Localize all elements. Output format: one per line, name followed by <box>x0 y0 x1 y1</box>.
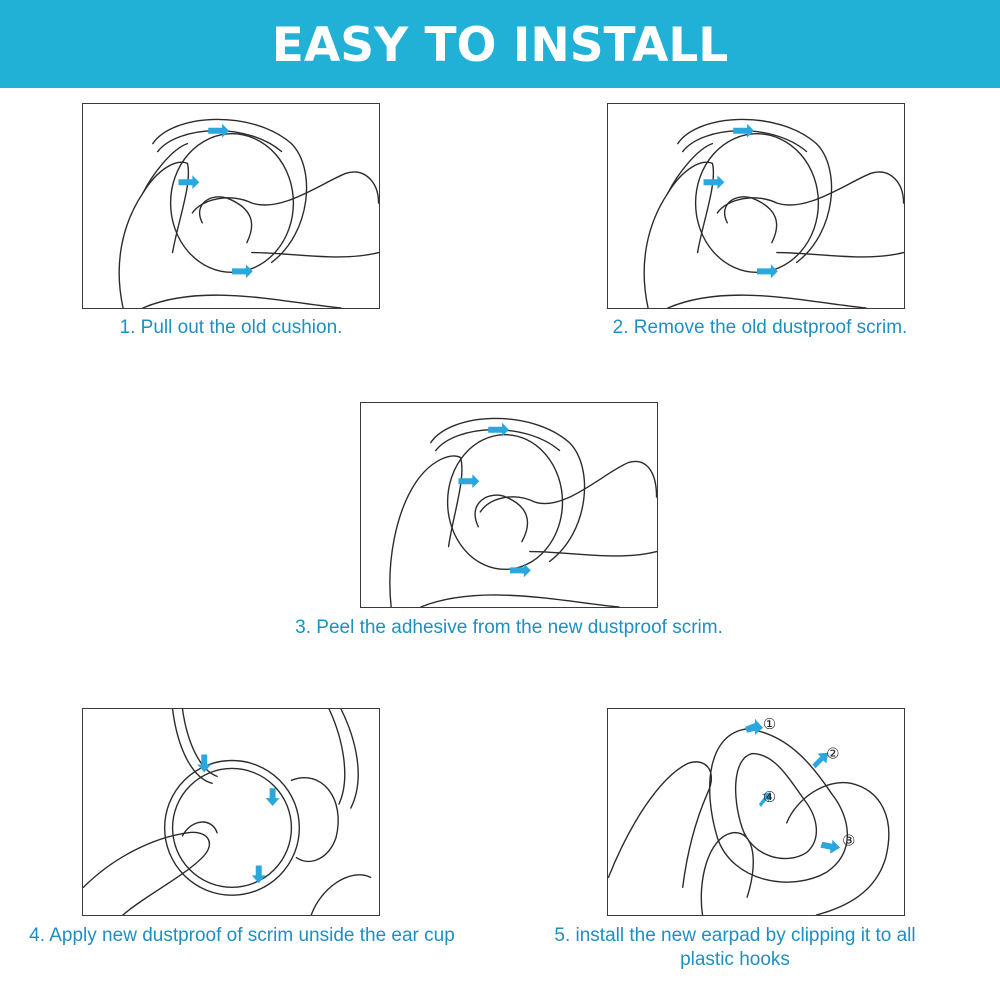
header-banner: EASY TO INSTALL <box>0 0 1000 88</box>
step-5-caption-line-2: plastic hooks <box>680 949 790 970</box>
step-2-illustration <box>607 103 905 309</box>
step-1-caption: 1. Pull out the old cushion. <box>119 317 343 338</box>
step-5-illustration: ① ② ③ ④ <box>607 708 905 916</box>
marker-1: ① <box>763 715 776 733</box>
hands-pulling-cushion-icon <box>118 118 379 308</box>
step-1-illustration <box>82 103 380 309</box>
hands-clipping-earpad-icon: ① ② ③ ④ <box>608 715 890 915</box>
hands-peeling-adhesive-icon <box>389 417 657 607</box>
marker-2: ② <box>826 745 839 763</box>
step-4-illustration <box>82 708 380 916</box>
step-5-caption: 5. install the new earpad by clipping it… <box>500 924 970 972</box>
hands-removing-scrim-icon <box>643 118 904 308</box>
marker-3: ③ <box>842 832 855 850</box>
step-4-caption: 4. Apply new dustproof of scrim unside t… <box>29 925 455 946</box>
step-3-caption: 3. Peel the adhesive from the new dustpr… <box>295 617 723 638</box>
step-2-caption: 2. Remove the old dustproof scrim. <box>612 317 908 338</box>
step-3-illustration <box>360 402 658 608</box>
marker-4: ④ <box>763 788 776 806</box>
page-title: EASY TO INSTALL <box>271 17 729 73</box>
step-5-caption-line-1: 5. install the new earpad by clipping it… <box>554 925 916 946</box>
hand-applying-scrim-icon <box>83 709 372 915</box>
